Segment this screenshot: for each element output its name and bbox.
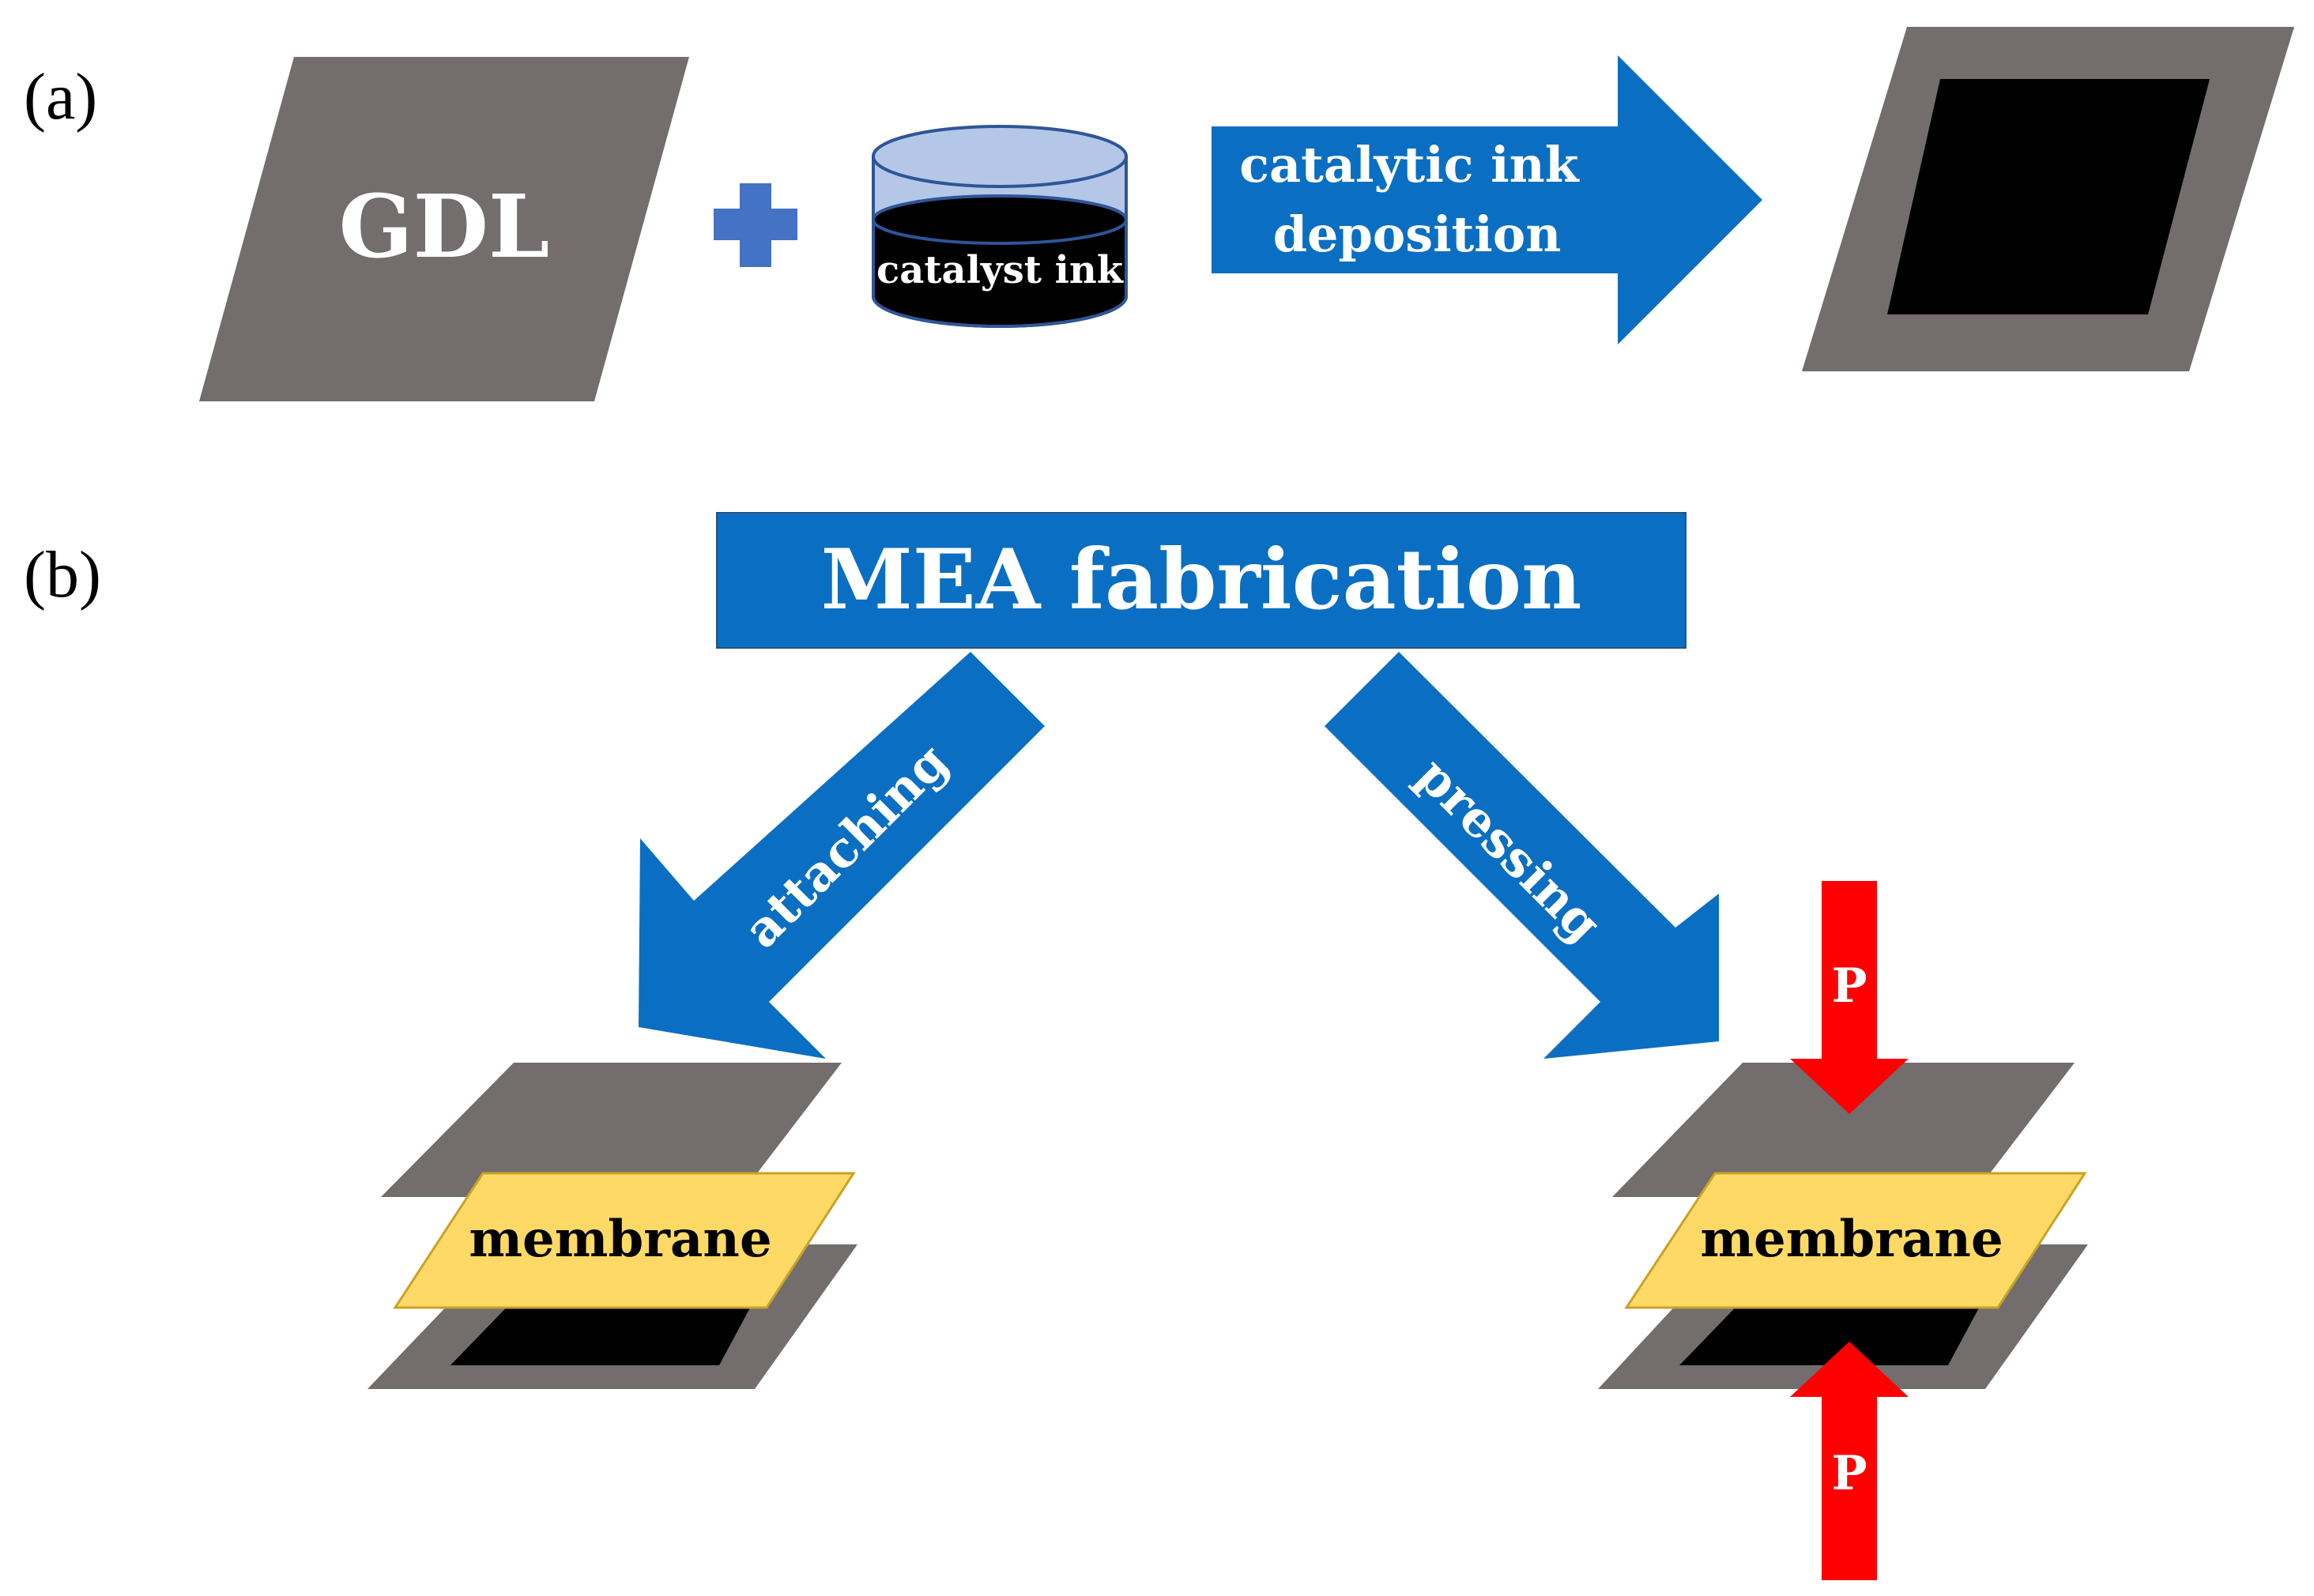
catalyst-ink-container-icon: catalyst ink (872, 125, 1128, 328)
mea-fabrication-banner: MEA fabrication (716, 512, 1687, 649)
left-bottom-catalyst (450, 1292, 759, 1365)
right-top-gdl (1612, 1063, 2075, 1197)
attaching-arrow: attaching (639, 652, 1045, 1059)
plus-icon (714, 183, 797, 267)
coated-gdl-sheet (1802, 27, 2294, 371)
panel-a-label: (a) (24, 60, 97, 134)
attaching-arrow-shape (639, 652, 1045, 1059)
gdl-sheet: GDL (199, 57, 689, 401)
deposition-arrow-shape (1212, 55, 1762, 344)
left-top-gdl (381, 1063, 842, 1197)
pressure-top-label: P (1831, 958, 1867, 1014)
pressure-arrow-top: P (1790, 881, 1909, 1114)
deposition-arrow-line2: deposition (1273, 205, 1562, 263)
catalyst-ink-label: catalyst ink (876, 248, 1125, 292)
pressure-bottom-label: P (1831, 1446, 1867, 1501)
right-membrane-label: membrane (1700, 1210, 2003, 1269)
gdl-parallelogram (199, 57, 689, 401)
pressure-arrow-bottom-shape (1790, 1342, 1909, 1580)
left-mea-stack: membrane (367, 1063, 857, 1389)
left-membrane (393, 1172, 856, 1309)
mea-banner-box (716, 512, 1687, 649)
deposition-arrow: catalytic ink deposition (1212, 55, 1762, 344)
right-membrane (1624, 1172, 2087, 1309)
pressing-arrow-shape (1325, 652, 1719, 1059)
pressing-arrow: pressing (1325, 652, 1719, 1059)
pressure-arrow-top-shape (1790, 881, 1909, 1114)
panel-b-label: (b) (24, 538, 101, 612)
pressure-arrow-bottom: P (1790, 1342, 1909, 1580)
left-membrane-label: membrane (469, 1210, 771, 1269)
catalyst-layer (1887, 79, 2210, 314)
mea-fabrication-title: MEA fabrication (821, 530, 1582, 628)
right-bottom-catalyst (1679, 1292, 1988, 1365)
right-mea-stack: membrane (1598, 1063, 2088, 1389)
deposition-arrow-line1: catalytic ink (1239, 136, 1580, 194)
gdl-label: GDL (339, 175, 550, 277)
